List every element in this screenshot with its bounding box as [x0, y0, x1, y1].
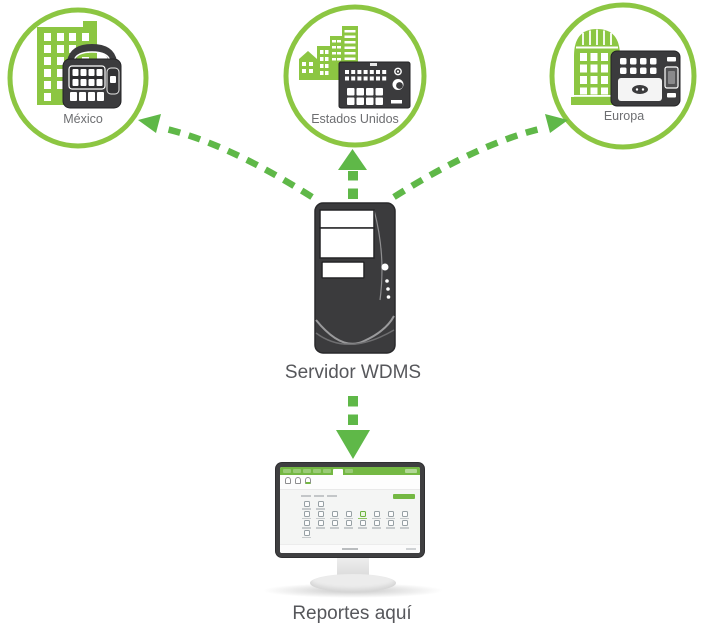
app-icon: [301, 529, 312, 538]
site-circle-europa: [549, 2, 697, 150]
app-icon: [399, 510, 410, 519]
circle-ring-europa: [549, 2, 697, 150]
site-label-estados-unidos: Estados Unidos: [311, 112, 399, 126]
app-icon: [315, 520, 326, 529]
building-icon-europa: [571, 29, 623, 105]
app-icon: [371, 520, 382, 529]
app-icon: [357, 520, 368, 529]
arrows: [138, 114, 568, 459]
arrow-to-mexico-dashes: [161, 124, 314, 200]
app-panel-top: [301, 492, 415, 500]
app-header: [280, 467, 420, 475]
arrow-to-reports-head: [336, 430, 370, 459]
circle-ring-estados-unidos: [283, 4, 427, 148]
site-circle-estados-unidos: [283, 4, 427, 148]
app-icon: [385, 510, 396, 519]
app-icon: [399, 520, 410, 529]
server-tower-icon: [314, 202, 396, 354]
app-icon: [315, 510, 326, 519]
power-button: [381, 263, 389, 271]
arrow-to-estados-unidos-head: [338, 149, 367, 170]
site-circle-mexico: [7, 7, 149, 149]
app-icon: [371, 510, 382, 519]
app-icon: [385, 520, 396, 529]
arrow-to-europa-dashes: [392, 124, 545, 200]
app-footer: [280, 544, 420, 553]
app-icon: [329, 510, 340, 519]
device-icon-mexico: [62, 43, 122, 109]
app-icon: [301, 520, 312, 529]
circle-ring-mexico: [7, 7, 149, 149]
monitor: [276, 463, 424, 557]
app-icon: [343, 520, 354, 529]
monitor-screen: [280, 467, 420, 553]
arrow-to-europa-head: [545, 114, 568, 133]
app-user-icon: [285, 477, 291, 484]
app-footer-note: [406, 548, 416, 550]
drive-bay: [321, 261, 365, 279]
monitor-base: [310, 574, 396, 592]
app-icon: [315, 501, 326, 510]
app-toolbar: [280, 475, 420, 490]
device-icon-estados-unidos: [338, 61, 411, 109]
app-icon: [301, 501, 312, 510]
server-label: Servidor WDMS: [284, 362, 422, 383]
arrow-to-mexico-head: [138, 114, 161, 133]
app-icon-grid: [301, 501, 415, 538]
drive-bay: [319, 227, 375, 259]
app-active-tab: [333, 469, 343, 475]
app-pagination: [342, 548, 358, 550]
app-green-button: [393, 493, 415, 499]
site-label-mexico: México: [63, 112, 103, 126]
app-user-icon: [295, 477, 301, 484]
app-icon: [357, 510, 368, 519]
app-icon: [301, 510, 312, 519]
site-label-europa: Europa: [603, 109, 645, 123]
app-icon: [329, 520, 340, 529]
app-user-icon: [305, 477, 311, 484]
device-icon-europa: [610, 50, 681, 107]
skyline-windows: [302, 30, 356, 75]
app-icon: [343, 510, 354, 519]
app-body: [280, 490, 420, 544]
reports-label: Reportes aquí: [292, 603, 412, 624]
drive-bay: [319, 209, 375, 229]
